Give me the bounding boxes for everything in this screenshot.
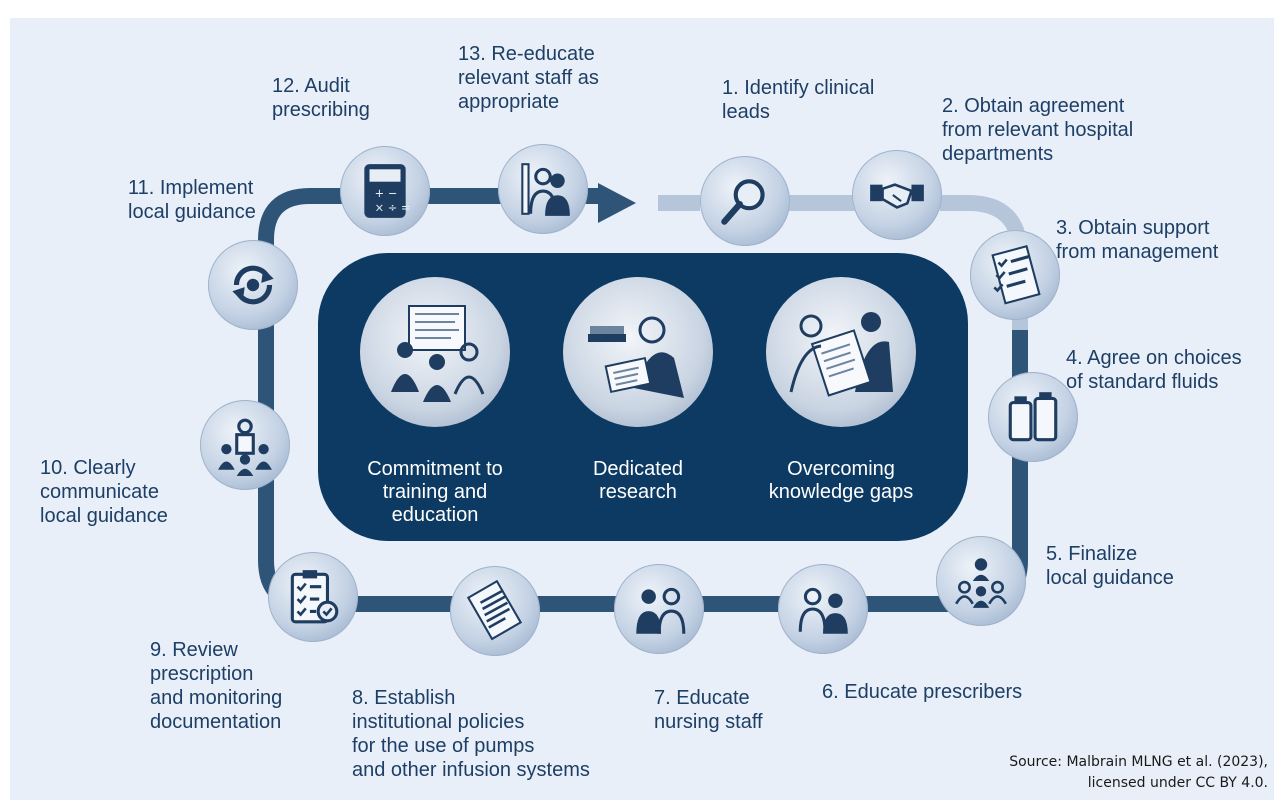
step-9-label: 9. Review prescription and monitoring do… <box>150 639 283 733</box>
nursing-staff-icon <box>636 587 686 634</box>
step-6-node <box>778 564 868 654</box>
step-13-node <box>498 144 588 234</box>
center-item-3-label: Overcoming knowledge gaps <box>768 458 914 503</box>
step-10-label: 10. Clearly communicate local guidance <box>40 457 168 527</box>
step-1-label: 1. Identify clinical leads <box>722 77 875 123</box>
source-credit: Source: Malbrain MLNG et al. (2023), lic… <box>1009 754 1268 791</box>
research-scene-icon <box>588 316 684 398</box>
document-icon <box>466 580 523 641</box>
step-8-node <box>450 566 540 656</box>
svg-text:× ÷ =: × ÷ = <box>375 201 411 215</box>
step-7-label: 7. Educate nursing staff <box>654 687 763 733</box>
clipboard-check-icon <box>290 570 339 624</box>
step-9-node <box>268 552 358 642</box>
step-11-node <box>208 240 298 330</box>
step-4-label: 4. Agree on choices of standard fluids <box>1066 347 1242 393</box>
step-3-node <box>970 230 1060 320</box>
step-12-label: 12. Audit prescribing <box>272 75 370 121</box>
handshake-icon <box>870 183 924 209</box>
checklist-icon <box>991 244 1041 305</box>
center-item-1-label: Commitment to training and education <box>367 458 503 526</box>
calculator-icon: + − × ÷ = <box>364 164 411 218</box>
step-10-node <box>200 400 290 490</box>
step-5-label: 5. Finalize local guidance <box>1046 543 1174 589</box>
cycle-gear-icon <box>232 265 274 305</box>
step-7-node <box>614 564 704 654</box>
step-5-node <box>936 536 1026 626</box>
step-4-node <box>988 372 1078 462</box>
presenter-group-icon <box>218 418 272 476</box>
step-3-label: 3. Obtain support from management <box>1056 217 1219 263</box>
step-6-label: 6. Educate prescribers <box>822 681 1023 703</box>
magnifier-icon <box>721 179 765 225</box>
step-11-label: 11. Implement local guidance <box>128 177 256 223</box>
step-2-label: 2. Obtain agreement from relevant hospit… <box>942 95 1134 165</box>
fluid-bottles-icon <box>1008 392 1058 442</box>
two-people-icon <box>798 587 848 634</box>
step-13-label: 13. Re-educate relevant staff as appropr… <box>458 43 599 113</box>
center-item-2-image <box>563 277 713 427</box>
step-1-node <box>700 156 790 246</box>
step-2-node <box>852 150 942 240</box>
step-12-node: + − × ÷ = <box>340 146 430 236</box>
center-item-1-image <box>360 277 510 427</box>
teacher-icon <box>521 163 570 216</box>
step-8-label: 8. Establish institutional policies for … <box>352 687 590 781</box>
training-scene-icon <box>391 305 485 402</box>
center-panel: Commitment to training and education Ded… <box>318 253 968 541</box>
center-item-3-image <box>766 277 916 427</box>
meeting-group-icon <box>955 558 1007 608</box>
svg-text:+ −: + − <box>375 186 398 200</box>
center-item-2-label: Dedicated research <box>592 458 684 503</box>
study-scene-icon <box>789 312 893 397</box>
